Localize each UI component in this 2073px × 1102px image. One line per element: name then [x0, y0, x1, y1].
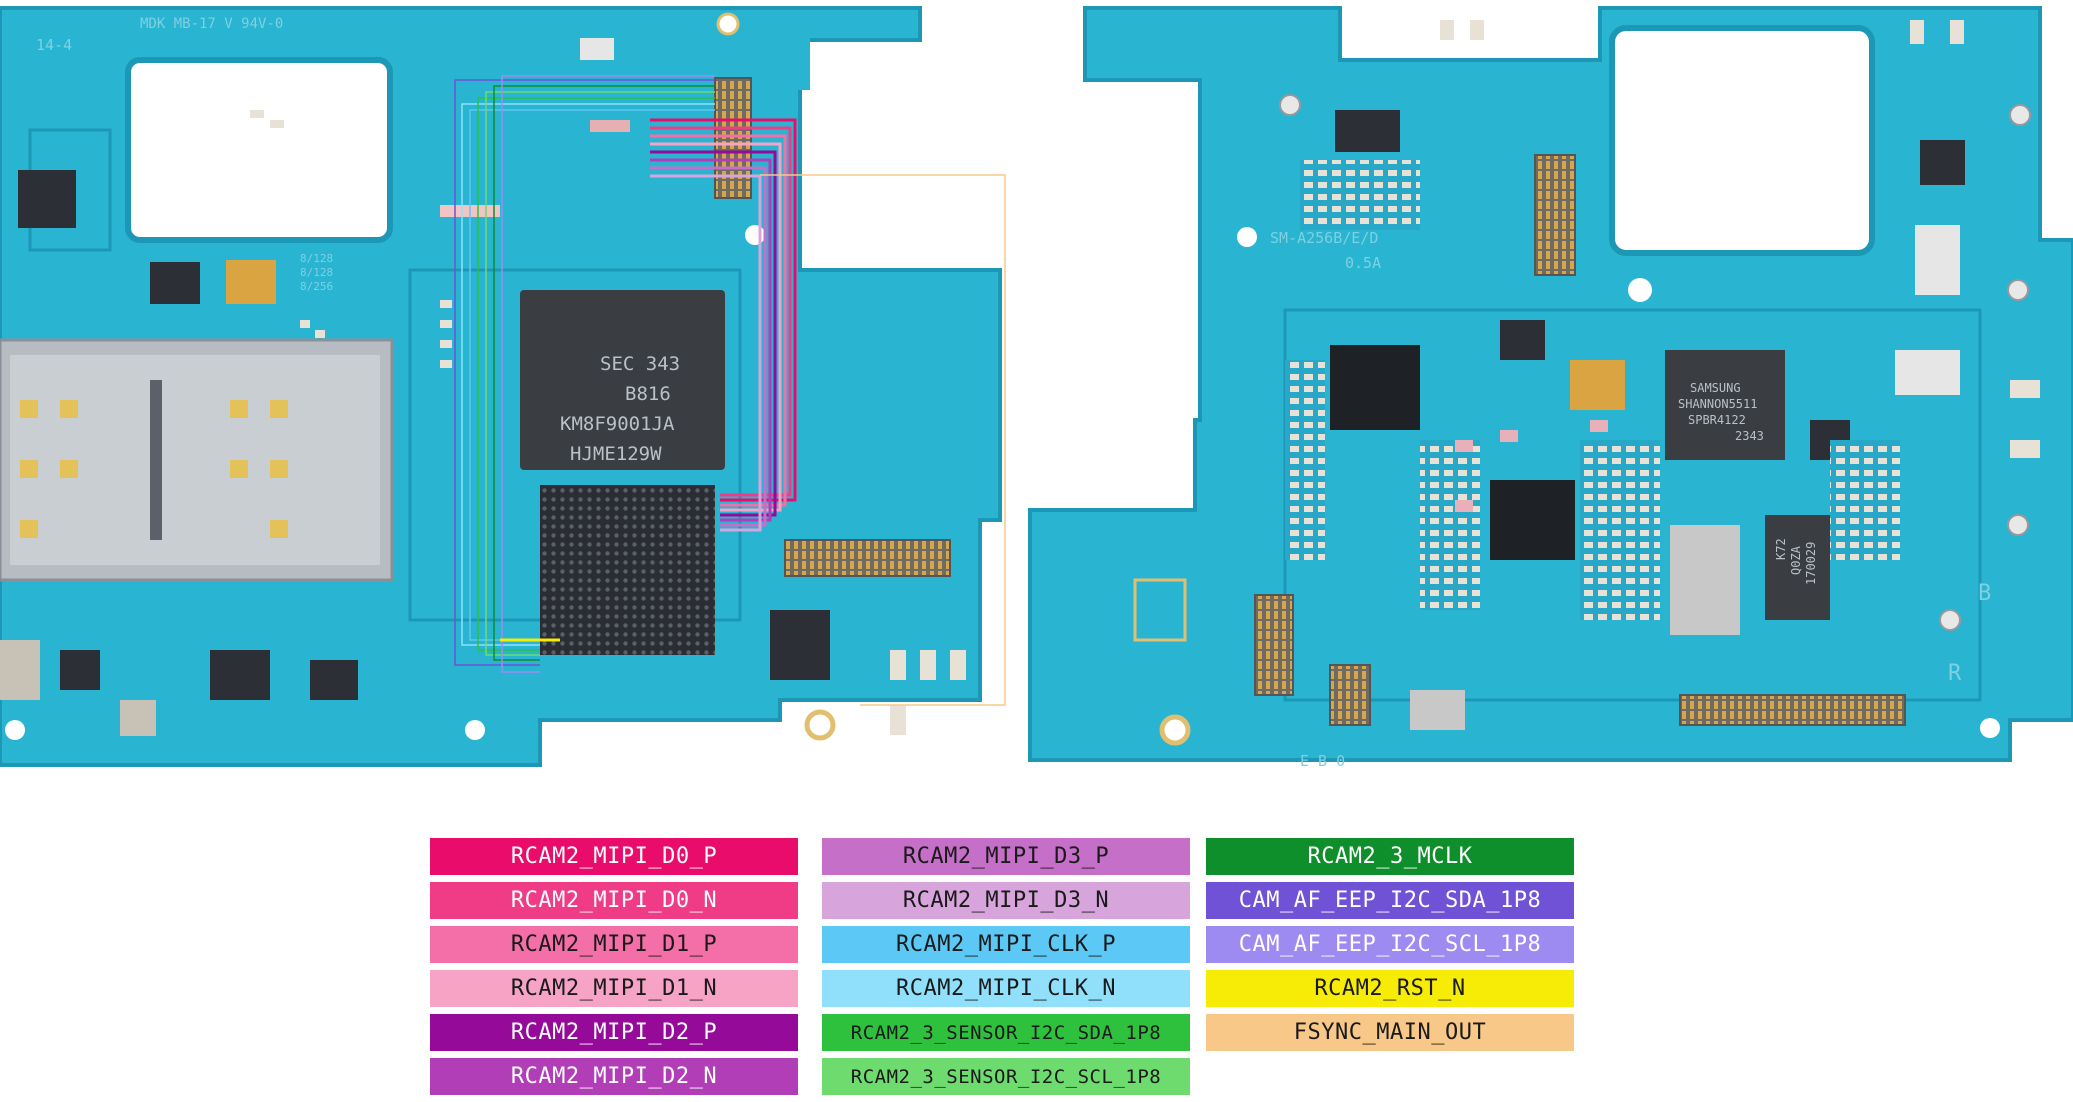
pmic-mark-line-2: Q0ZA	[1789, 545, 1803, 575]
ufs-mark-line-1: SEC 343	[600, 353, 680, 375]
pmic-mark-line-3: 170029	[1804, 542, 1818, 585]
pmic-chip-marking: K72 Q0ZA 170029	[1774, 538, 1818, 585]
pcb-board-view: MDK MB-17 V 94V-0 14-4 8/128 8/128 8/256…	[0, 6, 2073, 770]
modem-mark-line-2: SHANNON5511	[1678, 397, 1757, 411]
modem-mark-line-4: 2343	[1735, 429, 1764, 443]
silk-board-rating: MDK MB-17 V 94V-0	[140, 16, 283, 32]
legend-item-rcam2-mipi-d1-n: RCAM2_MIPI_D1_N	[430, 970, 798, 1007]
ufs-mark-line-3: KM8F9001JA	[560, 413, 675, 435]
silk-variant-c: 8/256	[300, 280, 333, 293]
silk-edge-letter-b: B	[1978, 581, 1991, 606]
silk-variant-a: 8/128	[300, 252, 333, 265]
legend-item-rcam2-mipi-clk-n: RCAM2_MIPI_CLK_N	[822, 970, 1190, 1007]
silk-current-rating: 0.5A	[1345, 254, 1381, 272]
modem-mark-line-1: SAMSUNG	[1690, 381, 1741, 395]
modem-chip-marking: SAMSUNG SHANNON5511 SPBR4122 2343	[1678, 381, 1764, 443]
legend-item-rcam2-3-mclk: RCAM2_3_MCLK	[1206, 838, 1574, 875]
legend-item-rcam2-rst-n: RCAM2_RST_N	[1206, 970, 1574, 1007]
legend-item-rcam2-mipi-d2-p: RCAM2_MIPI_D2_P	[430, 1014, 798, 1051]
ufs-mark-line-2: B816	[625, 383, 671, 405]
pcb-drawing: MDK MB-17 V 94V-0 14-4 8/128 8/128 8/256…	[0, 6, 2073, 770]
legend-item-rcam2-3-sensor-i2c-sda: RCAM2_3_SENSOR_I2C_SDA_1P8	[822, 1014, 1190, 1051]
silk-edge-letter-r: R	[1948, 661, 1962, 686]
silk-variant-b: 8/128	[300, 266, 333, 279]
legend-item-cam-af-eep-i2c-scl: CAM_AF_EEP_I2C_SCL_1P8	[1206, 926, 1574, 963]
legend-item-rcam2-mipi-d0-n: RCAM2_MIPI_D0_N	[430, 882, 798, 919]
silk-board-rev: 14-4	[36, 36, 72, 54]
right-board-silkscreen: SM-A256B/E/D 0.5A E B 0 B R	[1270, 229, 1991, 770]
legend-item-fsync-main-out: FSYNC_MAIN_OUT	[1206, 1014, 1574, 1051]
legend-item-rcam2-mipi-clk-p: RCAM2_MIPI_CLK_P	[822, 926, 1190, 963]
legend-item-rcam2-mipi-d0-p: RCAM2_MIPI_D0_P	[430, 838, 798, 875]
legend-item-rcam2-mipi-d2-n: RCAM2_MIPI_D2_N	[430, 1058, 798, 1095]
modem-mark-line-3: SPBR4122	[1688, 413, 1746, 427]
left-board	[0, 6, 1006, 767]
silk-ebo-mark: E B 0	[1300, 752, 1345, 770]
legend-item-rcam2-mipi-d1-p: RCAM2_MIPI_D1_P	[430, 926, 798, 963]
ufs-mark-line-4: HJME129W	[570, 443, 662, 465]
pmic-mark-line-1: K72	[1774, 538, 1788, 560]
ufs-chip-marking: SEC 343 B816 KM8F9001JA HJME129W	[560, 353, 680, 465]
left-board-silkscreen: MDK MB-17 V 94V-0 14-4 8/128 8/128 8/256	[36, 16, 333, 293]
legend-item-cam-af-eep-i2c-sda: CAM_AF_EEP_I2C_SDA_1P8	[1206, 882, 1574, 919]
right-board	[1028, 6, 2073, 762]
legend-item-rcam2-3-sensor-i2c-scl: RCAM2_3_SENSOR_I2C_SCL_1P8	[822, 1058, 1190, 1095]
silk-model-number: SM-A256B/E/D	[1270, 229, 1378, 247]
legend-item-rcam2-mipi-d3-p: RCAM2_MIPI_D3_P	[822, 838, 1190, 875]
legend-item-rcam2-mipi-d3-n: RCAM2_MIPI_D3_N	[822, 882, 1190, 919]
